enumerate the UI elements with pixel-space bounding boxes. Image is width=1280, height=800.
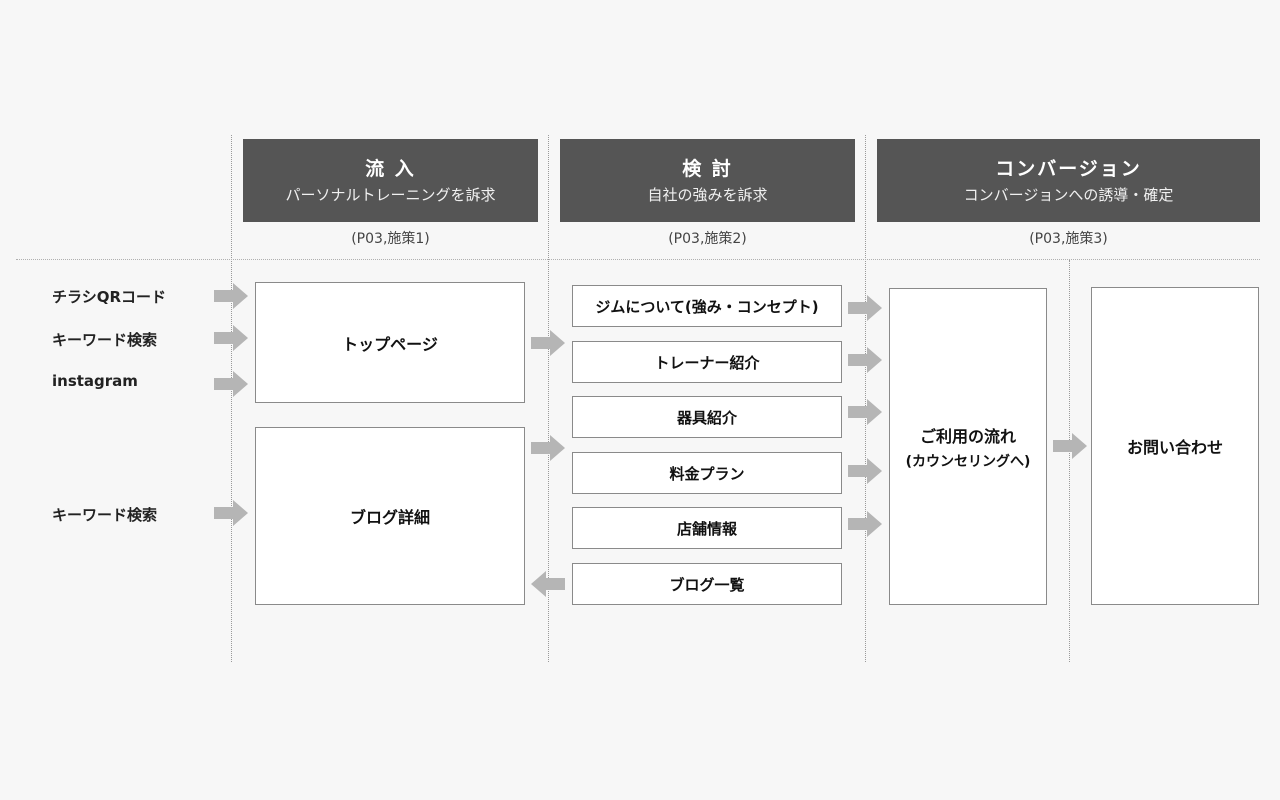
arrow-right-icon bbox=[214, 371, 248, 397]
source-keyword-search: キーワード検索 bbox=[52, 331, 158, 349]
page-label: ブログ詳細 bbox=[349, 508, 430, 527]
page-blog-list: ブログ一覧 bbox=[572, 563, 842, 605]
phase-subtitle: 自社の強みを訴求 bbox=[647, 185, 768, 204]
divider-line bbox=[231, 135, 232, 662]
source-flyer-qr: チラシQRコード bbox=[52, 288, 167, 306]
page-label: トレーナー紹介 bbox=[654, 353, 760, 372]
arrow-right-icon bbox=[214, 500, 248, 526]
arrow-right-icon bbox=[848, 347, 882, 373]
page-label: トップページ bbox=[342, 334, 438, 354]
page-label: 料金プラン bbox=[669, 464, 745, 483]
page-trainers: トレーナー紹介 bbox=[572, 341, 842, 383]
phase-header-inflow: 流 入 パーソナルトレーニングを訴求 bbox=[243, 139, 538, 222]
phase-header-consider: 検 討 自社の強みを訴求 bbox=[560, 139, 855, 222]
page-label: ブログ一覧 bbox=[669, 575, 745, 594]
arrow-right-icon bbox=[1053, 433, 1087, 459]
page-about-gym: ジムについて(強み・コンセプト) bbox=[572, 285, 842, 327]
page-pricing: 料金プラン bbox=[572, 452, 842, 494]
divider-line bbox=[16, 259, 1260, 260]
page-contact: お問い合わせ bbox=[1091, 287, 1259, 605]
arrow-right-icon bbox=[848, 458, 882, 484]
page-equipment: 器具紹介 bbox=[572, 396, 842, 438]
page-label: ジムについて(強み・コンセプト) bbox=[595, 297, 819, 316]
phase-subtitle: パーソナルトレーニングを訴求 bbox=[285, 185, 496, 204]
page-label: 店舗情報 bbox=[676, 519, 737, 538]
source-instagram: instagram bbox=[52, 372, 138, 390]
page-top: トップページ bbox=[255, 282, 525, 403]
source-keyword-search: キーワード検索 bbox=[52, 506, 158, 524]
arrow-right-icon bbox=[214, 325, 248, 351]
page-label: お問い合わせ bbox=[1126, 438, 1223, 457]
arrow-left-icon bbox=[531, 571, 565, 597]
page-store-info: 店舗情報 bbox=[572, 507, 842, 549]
phase-ref: (P03,施策2) bbox=[668, 231, 747, 247]
phase-title: 流 入 bbox=[365, 157, 416, 180]
phase-ref: (P03,施策1) bbox=[351, 231, 430, 247]
page-label: 器具紹介 bbox=[676, 408, 737, 427]
phase-title: 検 討 bbox=[682, 157, 733, 180]
page-blog-detail: ブログ詳細 bbox=[255, 427, 525, 605]
arrow-right-icon bbox=[531, 330, 565, 356]
page-label-sub: (カウンセリングへ) bbox=[905, 453, 1031, 470]
divider-line bbox=[548, 135, 549, 662]
phase-header-conversion: コンバージョン コンバージョンへの誘導・確定 bbox=[877, 139, 1260, 222]
divider-line bbox=[865, 135, 866, 662]
phase-subtitle: コンバージョンへの誘導・確定 bbox=[963, 185, 1174, 204]
page-label: ご利用の流れ bbox=[919, 426, 1016, 446]
divider-line bbox=[1069, 260, 1070, 662]
phase-title: コンバージョン bbox=[995, 157, 1142, 180]
arrow-right-icon bbox=[848, 511, 882, 537]
page-usage-flow: ご利用の流れ (カウンセリングへ) bbox=[889, 288, 1047, 605]
arrow-right-icon bbox=[848, 295, 882, 321]
arrow-right-icon bbox=[848, 399, 882, 425]
arrow-right-icon bbox=[214, 283, 248, 309]
arrow-right-icon bbox=[531, 435, 565, 461]
phase-ref: (P03,施策3) bbox=[1029, 231, 1108, 247]
